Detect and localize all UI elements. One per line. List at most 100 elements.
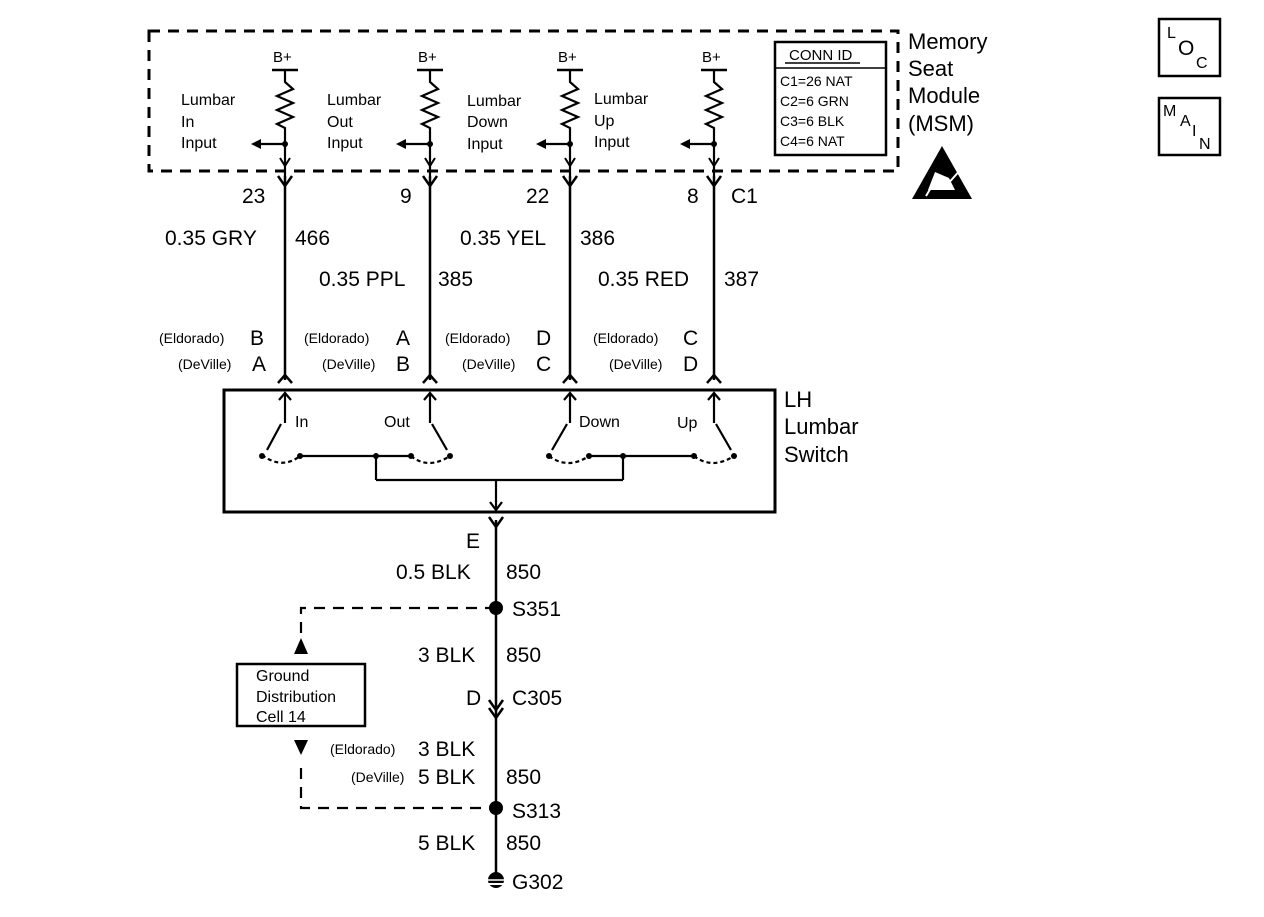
ground-dist-arrow-down-icon bbox=[294, 740, 308, 755]
ground-dist-line-2: Distribution bbox=[256, 689, 336, 706]
switch-pin-deville: B bbox=[396, 353, 410, 376]
loc-letter-c: C bbox=[1196, 55, 1208, 72]
c305-connector-chevron bbox=[487, 699, 505, 721]
ground-dist-line-1: Ground bbox=[256, 668, 309, 685]
loc-icon[interactable]: L O C bbox=[1157, 17, 1222, 78]
loc-letter-o: O bbox=[1178, 37, 1194, 60]
down-arrow-icon bbox=[564, 157, 576, 168]
lh-lumbar-switch: LH Lumbar Switch bbox=[222, 387, 859, 514]
variant-eldorado: (Eldorado) bbox=[159, 330, 224, 346]
signal-circuits: 23 9 22 8 C1 0.35 GRY 466 0.35 PPL 385 0… bbox=[159, 175, 759, 384]
loc-letter-l: L bbox=[1167, 25, 1176, 42]
contact-label-up: Up bbox=[677, 415, 698, 432]
main-letter-n: N bbox=[1199, 136, 1211, 153]
input-label-up-2: Up bbox=[594, 113, 615, 130]
c305-pin: D bbox=[466, 687, 481, 710]
ground-circuit: E 0.5 BLK 850 S351 3 BLK 850 D C305 (Eld… bbox=[235, 516, 563, 894]
input-label-out-3: Input bbox=[327, 135, 363, 152]
wire-color: 3 BLK bbox=[418, 644, 475, 667]
switch-name-line-1: LH bbox=[784, 387, 812, 412]
variant-deville: (DeVille) bbox=[609, 356, 662, 372]
circuit-number: 850 bbox=[506, 766, 541, 789]
ground-distribution-box[interactable] bbox=[235, 662, 367, 728]
input-label-down-2: Down bbox=[467, 114, 508, 131]
supply-label: B+ bbox=[273, 49, 292, 66]
msm-dashed-boundary bbox=[147, 29, 900, 173]
resistor-zigzag bbox=[419, 70, 441, 176]
input-label-out-2: Out bbox=[327, 114, 353, 131]
input-label-out-1: Lumbar bbox=[327, 92, 382, 109]
sense-arrow-icon bbox=[396, 139, 406, 149]
switch-internal-wiring bbox=[261, 391, 735, 512]
sense-arrow-icon bbox=[251, 139, 261, 149]
circuit-number: 466 bbox=[295, 227, 330, 250]
supply-label: B+ bbox=[418, 49, 437, 66]
msm-connector-id: C1 bbox=[731, 185, 758, 208]
c305-connector: C305 bbox=[512, 687, 562, 710]
c1-pin-chevron bbox=[705, 175, 723, 189]
esd-warning-icon bbox=[912, 146, 972, 199]
wire-color: 0.35 YEL bbox=[460, 227, 546, 250]
wire-color: 5 BLK bbox=[418, 832, 475, 855]
switch-name-line-3: Switch bbox=[784, 442, 849, 467]
ground-distribution-link[interactable]: Ground Distribution Cell 14 bbox=[235, 662, 367, 728]
variant-eldorado: (Eldorado) bbox=[445, 330, 510, 346]
pullup-resistor: B+ bbox=[396, 49, 443, 176]
conn-id-title: CONN ID bbox=[789, 47, 853, 64]
switch-name-line-2: Lumbar bbox=[784, 414, 859, 439]
input-label-up-3: Input bbox=[594, 134, 630, 151]
switch-pin-eldorado: D bbox=[536, 327, 551, 350]
pullup-resistor: B+ bbox=[680, 49, 727, 176]
conn-id-row: C2=6 GRN bbox=[780, 93, 849, 109]
main-letter-m: M bbox=[1163, 103, 1176, 120]
input-label-down-3: Input bbox=[467, 136, 503, 153]
c1-pin-chevron bbox=[276, 175, 294, 189]
pin-number: 23 bbox=[242, 185, 265, 208]
wire-color: 0.35 RED bbox=[598, 268, 689, 291]
circuit-number: 850 bbox=[506, 644, 541, 667]
ground-dist-line-3: Cell 14 bbox=[256, 709, 306, 726]
switch-pin-deville: C bbox=[536, 353, 551, 376]
resistor-zigzag bbox=[703, 70, 725, 176]
input-label-in-2: In bbox=[181, 114, 194, 131]
pin-number: 9 bbox=[400, 185, 412, 208]
input-label-up-1: Lumbar bbox=[594, 91, 649, 108]
contact-label-down: Down bbox=[579, 414, 620, 431]
ground-dist-dashed-upper bbox=[299, 606, 496, 640]
input-label-in-3: Input bbox=[181, 135, 217, 152]
pullup-resistor: B+ bbox=[536, 49, 583, 176]
contact-label-in: In bbox=[295, 414, 308, 431]
switch-pin-chevron bbox=[562, 373, 578, 384]
junction-dot bbox=[567, 141, 573, 147]
down-arrow-icon bbox=[279, 157, 291, 168]
switch-pin-chevron bbox=[706, 373, 722, 384]
splice-s313: S313 bbox=[512, 800, 561, 823]
resistor-zigzag bbox=[274, 70, 296, 176]
variant-eldorado: (Eldorado) bbox=[593, 330, 658, 346]
main-letter-a: A bbox=[1180, 113, 1191, 130]
junction-dot bbox=[282, 141, 288, 147]
switch-pin-eldorado: B bbox=[250, 327, 264, 350]
input-label-in-1: Lumbar bbox=[181, 92, 236, 109]
sense-arrow-icon bbox=[536, 139, 546, 149]
wire-color: 0.5 BLK bbox=[396, 561, 471, 584]
circuit-number: 387 bbox=[724, 268, 759, 291]
switch-pin-eldorado: A bbox=[396, 327, 410, 350]
conn-id-table: CONN ID C1=26 NAT C2=6 GRN C3=6 BLK C4=6… bbox=[773, 40, 888, 157]
circuit-number: 850 bbox=[506, 561, 541, 584]
pullup-resistors: B+ B+ B+ B+ bbox=[251, 49, 727, 176]
switch-contact-dots bbox=[259, 453, 737, 459]
pin-number: 8 bbox=[687, 185, 699, 208]
main-icon[interactable]: M A I N bbox=[1157, 96, 1222, 157]
down-arrow-icon bbox=[424, 157, 436, 168]
contact-label-out: Out bbox=[384, 414, 410, 431]
pin-number: 22 bbox=[526, 185, 549, 208]
variant-deville: (DeVille) bbox=[178, 356, 231, 372]
variant-deville: (DeVille) bbox=[322, 356, 375, 372]
msm-name-line-4: (MSM) bbox=[908, 111, 974, 136]
msm-name-line-1: Memory bbox=[908, 29, 987, 54]
msm-name-line-3: Module bbox=[908, 83, 980, 108]
sense-arrow-icon bbox=[680, 139, 690, 149]
